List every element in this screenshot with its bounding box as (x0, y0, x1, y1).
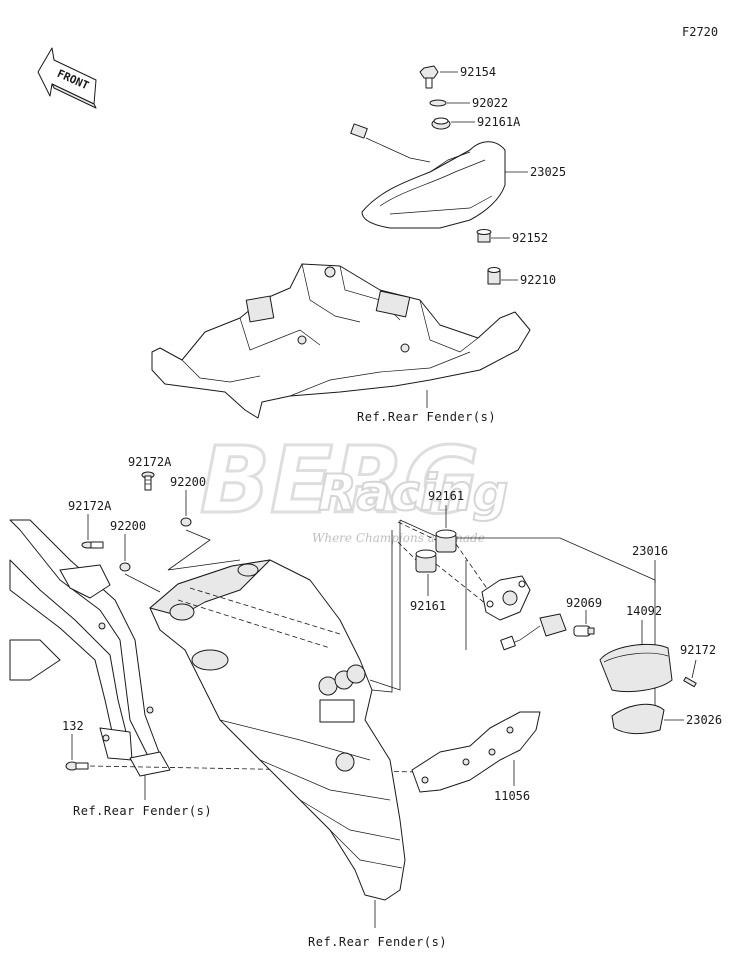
bulb-92069-icon (573, 625, 595, 637)
label-92069: 92069 (566, 596, 602, 610)
screw-92172A-upper-icon (141, 471, 155, 491)
front-arrow-icon: FRONT (37, 47, 97, 109)
label-92200-upper: 92200 (170, 475, 206, 489)
label-23025: 23025 (530, 165, 566, 179)
bolt-92154-icon (419, 65, 439, 89)
label-92022: 92022 (472, 96, 508, 110)
label-92152: 92152 (512, 231, 548, 245)
label-11056: 11056 (494, 789, 530, 803)
grommet-92161-bottom-icon (415, 549, 437, 573)
label-92161-top: 92161 (428, 489, 464, 503)
collar-92152-icon (476, 229, 492, 243)
label-92154: 92154 (460, 65, 496, 79)
lens-23026 (611, 703, 665, 735)
label-92172: 92172 (680, 643, 716, 657)
bulb-socket (500, 613, 567, 651)
screw-132-icon (65, 761, 89, 771)
label-132: 132 (62, 719, 84, 733)
washer-92200-lower-icon (119, 562, 131, 572)
label-92210: 92210 (520, 273, 556, 287)
ref-rear-fender-left: Ref.Rear Fender(s) (73, 804, 212, 818)
label-92172A-lower: 92172A (68, 499, 112, 513)
light-socket-bracket (481, 575, 531, 621)
washer-92022-icon (429, 99, 447, 107)
label-92161-bottom: 92161 (410, 599, 446, 613)
label-92172A-upper: 92172A (128, 455, 172, 469)
label-23026: 23026 (686, 713, 722, 727)
ref-rear-fender-top: Ref.Rear Fender(s) (357, 410, 496, 424)
label-23016: 23016 (632, 544, 668, 558)
collar-92210-icon (487, 267, 501, 285)
lens-14092 (599, 643, 673, 693)
license-bracket-11056 (411, 711, 541, 793)
watermark-sub: Racing (318, 464, 508, 522)
screw-92172-icon (683, 676, 697, 688)
grommet-92161-top-icon (435, 529, 457, 553)
grommet-92161A-icon (431, 117, 451, 130)
label-92161A: 92161A (477, 115, 521, 129)
frame-bracket (9, 519, 171, 777)
screw-92172A-lower-icon (81, 541, 104, 549)
figure-code: F2720 (682, 25, 718, 39)
rear-fender-lower (149, 559, 406, 901)
label-92200-lower: 92200 (110, 519, 146, 533)
washer-92200-upper-icon (180, 517, 192, 527)
watermark-brand: BERG (200, 427, 479, 534)
rear-fender-upper (151, 263, 531, 419)
watermark: BERG Racing Where Champions are made (199, 426, 510, 546)
label-14092: 14092 (626, 604, 662, 618)
tail-light-23025 (350, 123, 506, 229)
ref-rear-fender-bottom: Ref.Rear Fender(s) (308, 935, 447, 949)
